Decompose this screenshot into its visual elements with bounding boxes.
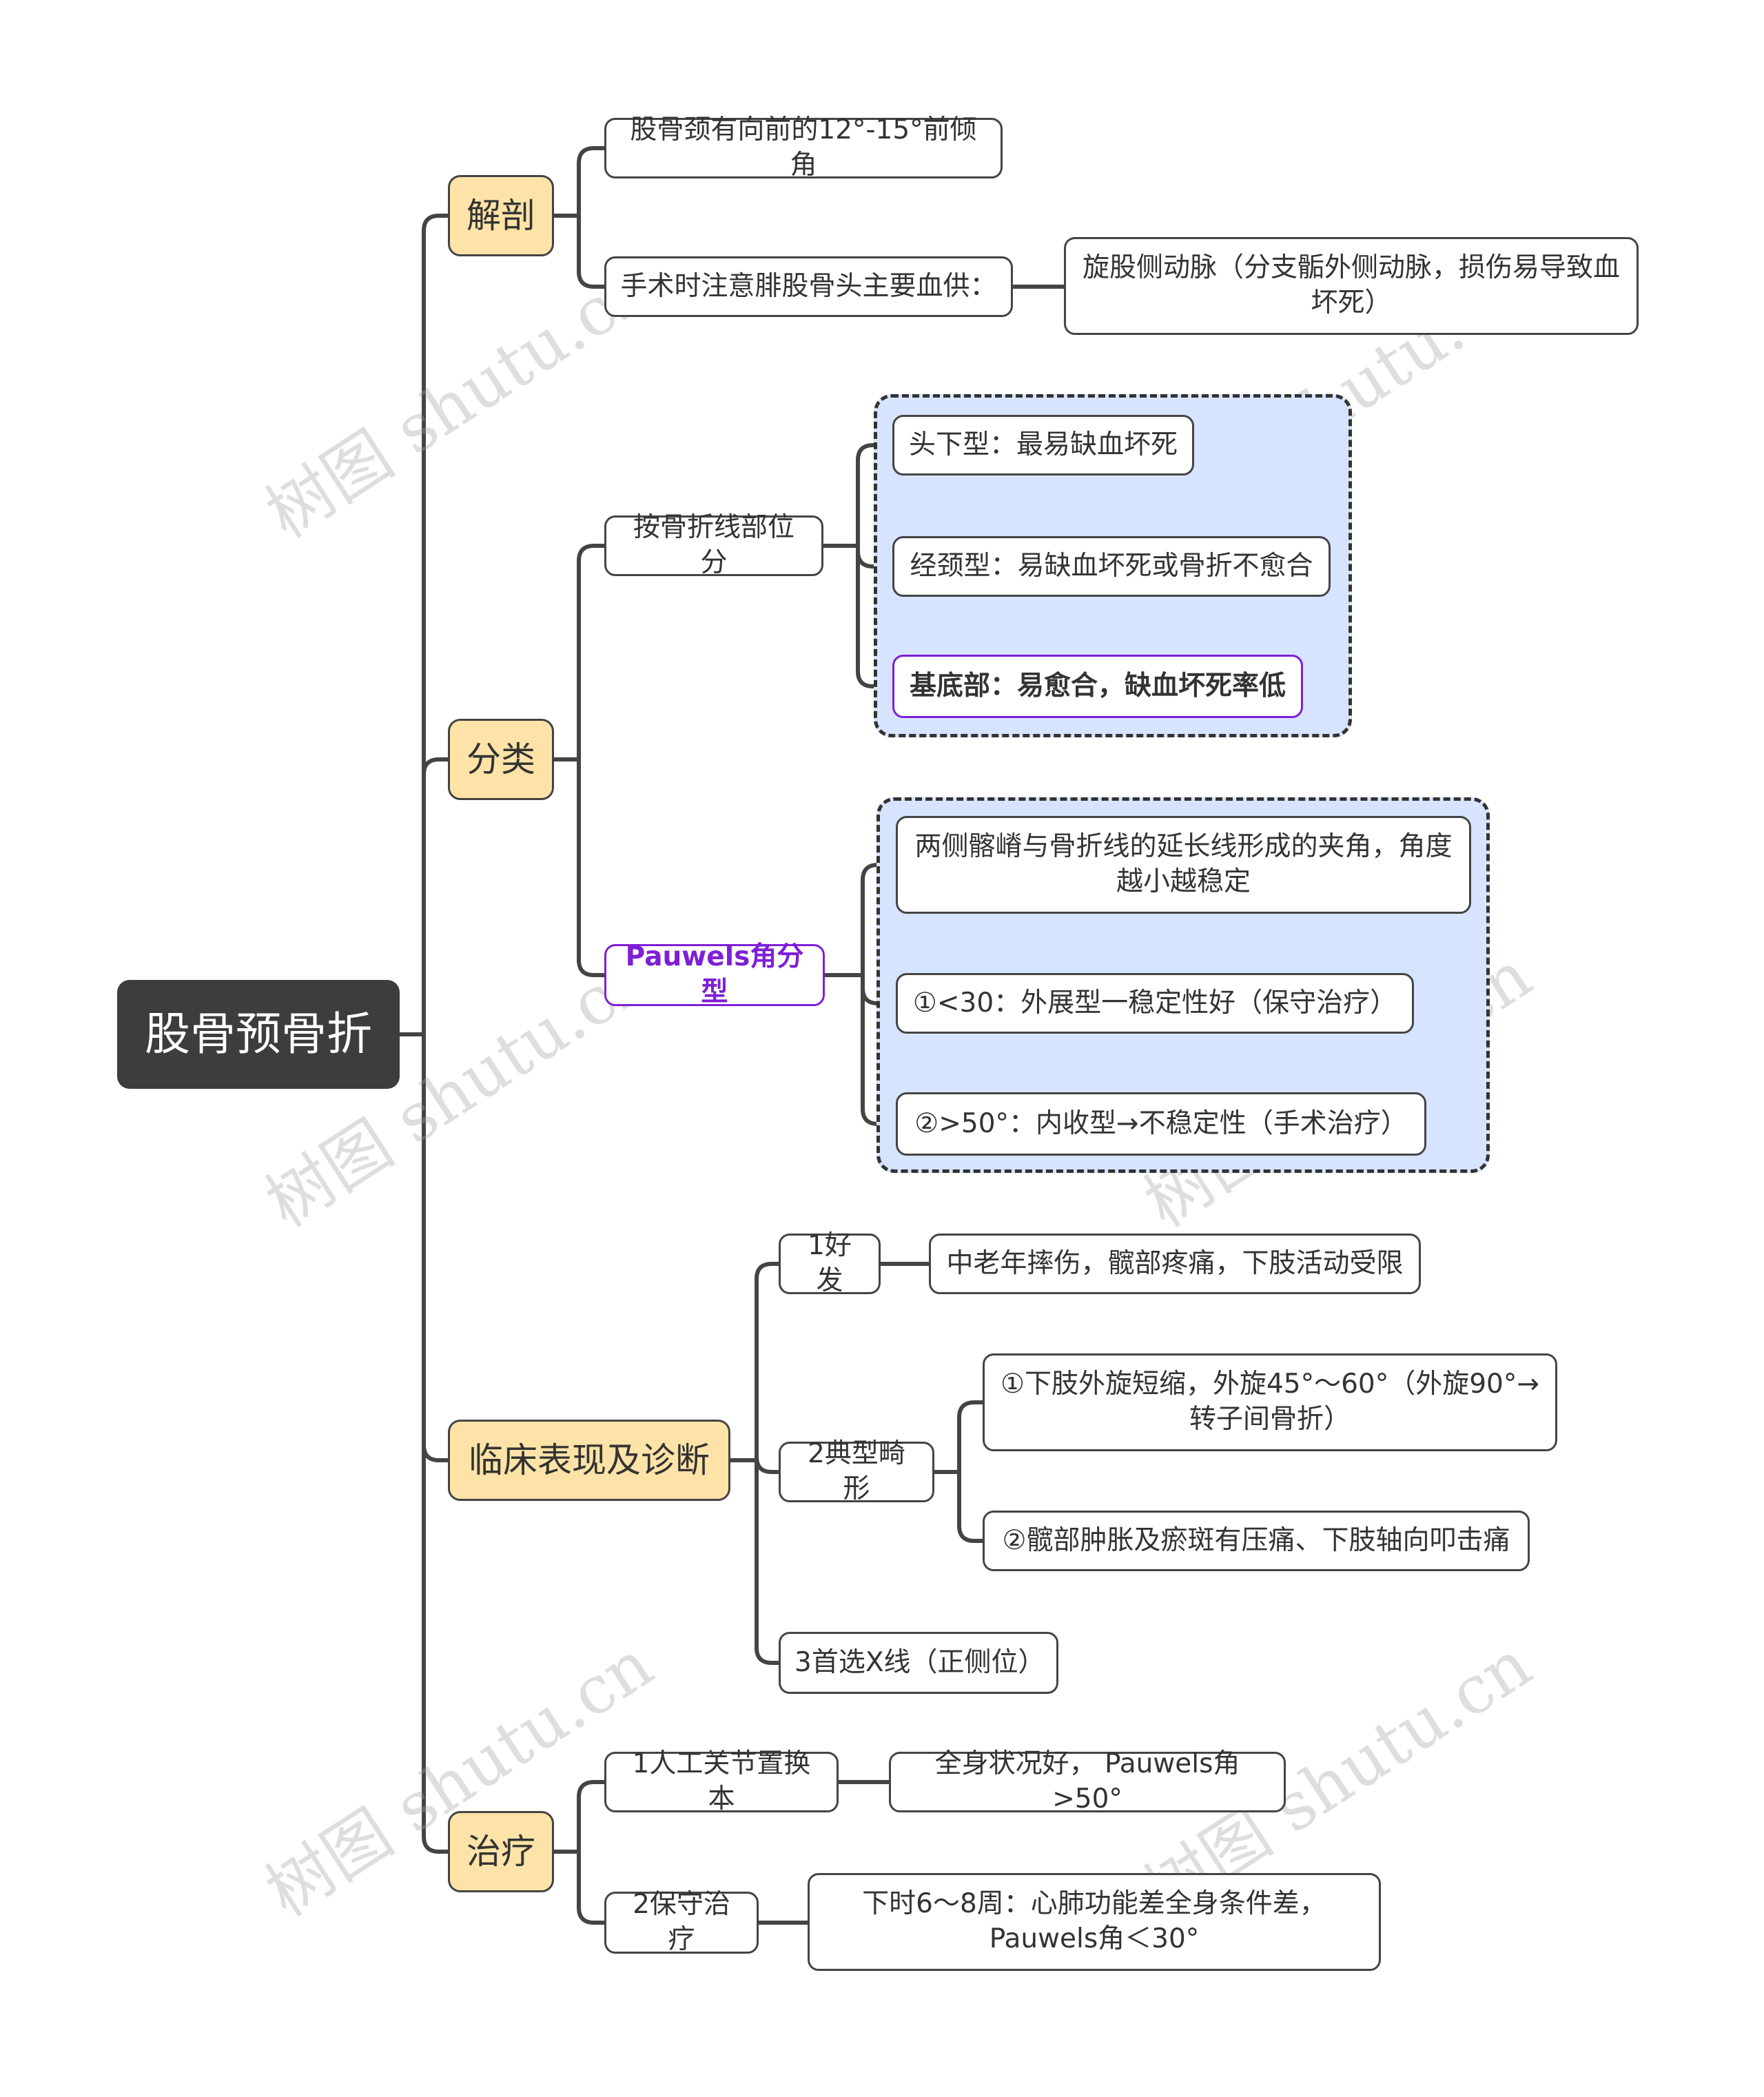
deformity-rotation[interactable]: ①下肢外旋短缩，外旋45°～60°（外旋90°→转子间骨折） <box>983 1353 1557 1451</box>
subcapital-type[interactable]: 头下型：最易缺血坏死 <box>892 415 1194 475</box>
pauwels-abduction[interactable]: ①<30：外展型一稳定性好（保守治疗） <box>896 973 1414 1034</box>
treatment-conservative-edge <box>577 1850 606 1925</box>
treatment-arthroplasty[interactable]: 1人工关节置换本 <box>604 1748 839 1814</box>
topic-treatment[interactable]: 治疗 <box>448 1811 554 1892</box>
classify-pauwels-angle[interactable]: Pauwels角分型 <box>604 941 825 1007</box>
treatment-arthroplasty-edge <box>577 1780 606 1854</box>
anatomy-artery-detail[interactable]: 旋股侧动脉（分支骺外侧动脉，损伤易导致血坏死） <box>1064 237 1639 335</box>
pauwels-definition[interactable]: 两侧髂嵴与骨折线的延长线形成的夹角，角度越小越稳定 <box>896 816 1471 914</box>
conservative-indication[interactable]: 下时6～8周：心肺功能差全身条件差，Pauwels角＜30° <box>808 1873 1381 1971</box>
clinical-xray[interactable]: 3首选X线（正侧位） <box>779 1632 1058 1694</box>
deformity-tenderness[interactable]: ②髋部肿胀及瘀斑有压痛、下肢轴向叩击痛 <box>983 1511 1530 1571</box>
clinical-predisposition[interactable]: 1好发 <box>779 1230 881 1296</box>
topic-classification-edge <box>422 757 450 1036</box>
anatomy-blood-supply[interactable]: 手术时注意腓股骨头主要血供： <box>604 256 1013 317</box>
clinical-xray-edge <box>755 1458 781 1665</box>
clinical-deformity-edge <box>755 1456 781 1474</box>
topic-clinical-diagnosis[interactable]: 临床表现及诊断 <box>448 1420 730 1501</box>
topic-classification[interactable]: 分类 <box>448 719 554 800</box>
anatomy-anteversion-edge <box>577 146 606 218</box>
pauwels-adduction[interactable]: ②>50°：内收型→不稳定性（手术治疗） <box>896 1092 1426 1156</box>
transcervical-type[interactable]: 经颈型：易缺血坏死或骨折不愈合 <box>892 536 1331 597</box>
clinical-predisposition-edge <box>755 1262 781 1462</box>
basicervical-type-edge <box>856 544 894 688</box>
arthroplasty-indication[interactable]: 全身状况好， Pauwels角>50° <box>889 1748 1286 1814</box>
classify-by-fracture-line-edge <box>577 544 606 761</box>
deformity-tenderness-edge <box>957 1470 985 1543</box>
deformity-rotation-edge <box>957 1400 985 1474</box>
predisposition-detail[interactable]: 中老年摔伤，髋部疼痛，下肢活动受限 <box>929 1234 1421 1294</box>
classify-pauwels-angle-edge <box>577 757 606 977</box>
topic-treatment-edge <box>422 1032 450 1854</box>
treatment-conservative[interactable]: 2保守治疗 <box>604 1889 759 1955</box>
anatomy-blood-supply-edge <box>577 214 606 289</box>
basicervical-type[interactable]: 基底部：易愈合，缺血坏死率低 <box>892 655 1303 718</box>
classify-by-fracture-line[interactable]: 按骨折线部位分 <box>604 512 823 578</box>
clinical-deformity[interactable]: 2典型畸形 <box>779 1438 934 1504</box>
subcapital-type-edge <box>856 443 894 548</box>
anatomy-anteversion[interactable]: 股骨颈有向前的12°-15°前倾角 <box>604 114 1003 181</box>
root-topic[interactable]: 股骨预骨折 <box>117 980 400 1089</box>
topic-anatomy-edge <box>422 214 450 1036</box>
topic-anatomy[interactable]: 解剖 <box>448 175 554 256</box>
